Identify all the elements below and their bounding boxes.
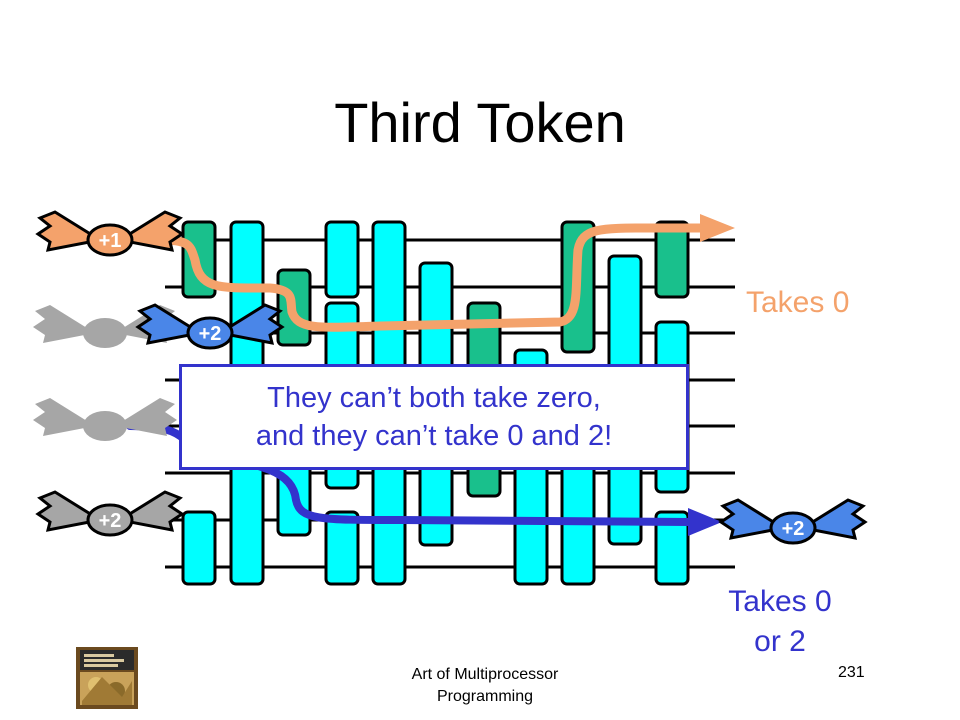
callout-line-2: and they can’t take 0 and 2! xyxy=(255,420,613,452)
callout-line-1: They can’t both take zero, xyxy=(267,382,601,414)
blue-token-right-label: +2 xyxy=(782,518,805,540)
ghost-token xyxy=(33,305,177,348)
balancer xyxy=(654,510,690,586)
slide-title: Third Token xyxy=(334,91,626,154)
takes-0-label: Takes 0 xyxy=(746,286,850,319)
gray-token-label: +2 xyxy=(99,510,122,532)
orange-arrow-head xyxy=(700,214,735,242)
balancer xyxy=(181,510,217,586)
blue-token-top: +2 xyxy=(136,303,284,350)
blue-arrow-head xyxy=(688,508,722,536)
footer-line-1: Art of Multiprocessor xyxy=(411,666,559,683)
callout-box: They can’t both take zero, and they can’… xyxy=(179,364,689,470)
book-cover-icon xyxy=(76,647,138,709)
orange-token-label: +1 xyxy=(99,230,122,252)
page-number: 231 xyxy=(838,664,865,681)
footer-title: Art of Multiprocessor Programming xyxy=(385,664,585,708)
balancer xyxy=(324,510,360,586)
ghost-token xyxy=(33,398,177,441)
balancer xyxy=(654,220,690,299)
takes-0-or-2-label: Takes 0 or 2 xyxy=(700,582,860,662)
takes-0-or-2-line-1: Takes 0 xyxy=(728,585,832,618)
orange-token-path xyxy=(155,214,735,332)
orange-token: +1 xyxy=(36,210,184,257)
blue-token-right: +2 xyxy=(719,498,867,545)
takes-0-or-2-line-2: or 2 xyxy=(754,625,806,658)
footer-line-2: Programming xyxy=(436,688,534,705)
blue-token-path xyxy=(126,422,722,536)
blue-token-top-label: +2 xyxy=(199,323,222,345)
gray-token: +2 xyxy=(36,490,184,537)
balancer xyxy=(324,220,360,299)
